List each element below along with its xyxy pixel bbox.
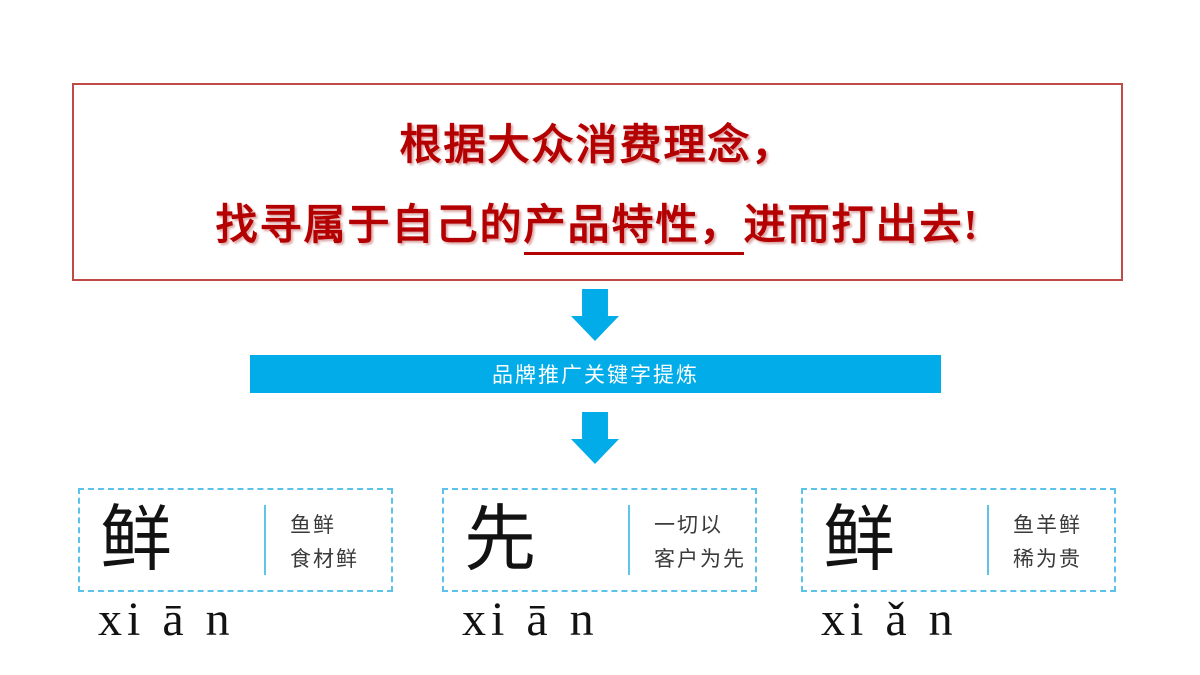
card-note-line: 稀为贵 — [1013, 547, 1082, 571]
card-character: 鲜 — [100, 500, 173, 580]
keyword-banner-label: 品牌推广关键字提炼 — [492, 363, 699, 387]
card-note-line: 鱼鲜 — [290, 513, 336, 537]
card-divider-line — [264, 505, 266, 575]
card-character: 鲜 — [823, 500, 896, 580]
keyword-banner: 品牌推广关键字提炼 — [250, 355, 941, 393]
card-character: 先 — [464, 500, 537, 580]
headline-box: 根据大众消费理念， 找寻属于自己的产品特性，进而打出去! — [72, 83, 1123, 281]
headline-line-2-prefix: 找寻属于自己的 — [215, 203, 524, 249]
card-notes: 一切以 客户为先 — [654, 508, 746, 576]
card-pinyin: xi ā n — [98, 593, 235, 646]
card-pinyin: xi ā n — [462, 593, 599, 646]
card-divider-line — [987, 505, 989, 575]
card-divider-line — [628, 505, 630, 575]
keyword-card-xian-fresh: 鲜 鱼鲜 食材鲜 — [78, 488, 393, 592]
keyword-card-xian-first: 先 一切以 客户为先 — [442, 488, 757, 592]
keyword-card-xian-rare: 鲜 鱼羊鲜 稀为贵 — [801, 488, 1116, 592]
card-note-line: 鱼羊鲜 — [1013, 513, 1082, 537]
headline-line-2: 找寻属于自己的产品特性，进而打出去! — [74, 191, 1121, 255]
down-arrow-icon — [571, 412, 619, 464]
card-pinyin: xi ǎ n — [821, 593, 958, 646]
down-arrow-icon — [571, 289, 619, 341]
headline-line-2-suffix: 进而打出去! — [743, 203, 980, 249]
card-notes: 鱼鲜 食材鲜 — [290, 508, 359, 576]
card-notes: 鱼羊鲜 稀为贵 — [1013, 508, 1082, 576]
card-note-line: 客户为先 — [654, 547, 746, 571]
card-note-line: 食材鲜 — [290, 547, 359, 571]
card-note-line: 一切以 — [654, 513, 723, 537]
product-feature-underlined-text: 产品特性， — [523, 203, 744, 255]
headline-line-1: 根据大众消费理念， — [399, 123, 796, 169]
